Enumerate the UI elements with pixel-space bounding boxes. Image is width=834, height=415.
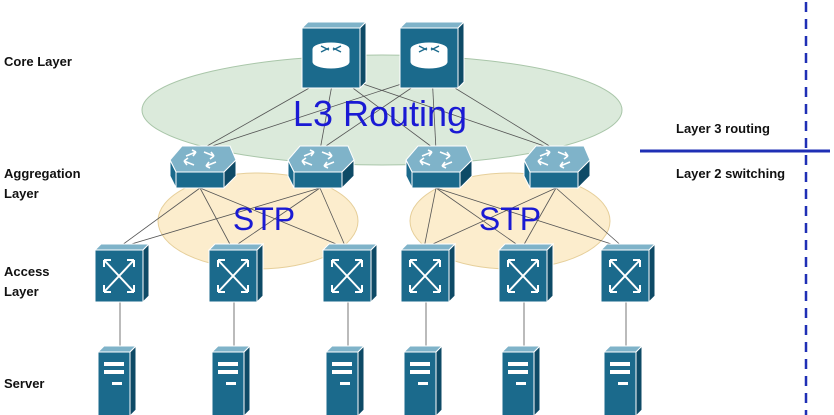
aggregation-access-links xyxy=(117,187,625,249)
aggregation-switch-icon xyxy=(523,145,591,189)
access-switch-icon xyxy=(94,243,150,303)
server-icon xyxy=(403,345,443,415)
stp-label-left: STP xyxy=(233,201,295,237)
l3-routing-label: L3 Routing xyxy=(293,93,467,134)
access-layer-label-line2: Layer xyxy=(4,284,39,299)
server-icon xyxy=(211,345,251,415)
aggregation-layer-label-line2: Layer xyxy=(4,186,39,201)
aggregation-switch-icon xyxy=(169,145,237,189)
access-server-links xyxy=(119,300,627,352)
aggregation-switch-icon xyxy=(287,145,355,189)
stp-label-right: STP xyxy=(479,201,541,237)
layer3-routing-label: Layer 3 routing xyxy=(676,121,770,136)
access-switch-icon xyxy=(400,243,456,303)
access-layer-label-line1: Access xyxy=(4,264,50,279)
access-switch-icon xyxy=(600,243,656,303)
core-layer-label: Core Layer xyxy=(4,54,72,69)
aggregation-layer-label-line1: Aggregation xyxy=(4,166,81,181)
server-icon xyxy=(501,345,541,415)
layer2-switching-label: Layer 2 switching xyxy=(676,166,785,181)
server-icon xyxy=(97,345,137,415)
server-icon xyxy=(325,345,365,415)
access-switch-icon xyxy=(208,243,264,303)
server-icon xyxy=(603,345,643,415)
aggregation-switch-icon xyxy=(405,145,473,189)
core-router-icon xyxy=(301,21,367,89)
core-router-icon xyxy=(399,21,465,89)
access-switch-icon xyxy=(322,243,378,303)
server-layer-label: Server xyxy=(4,376,44,391)
access-switch-icon xyxy=(498,243,554,303)
